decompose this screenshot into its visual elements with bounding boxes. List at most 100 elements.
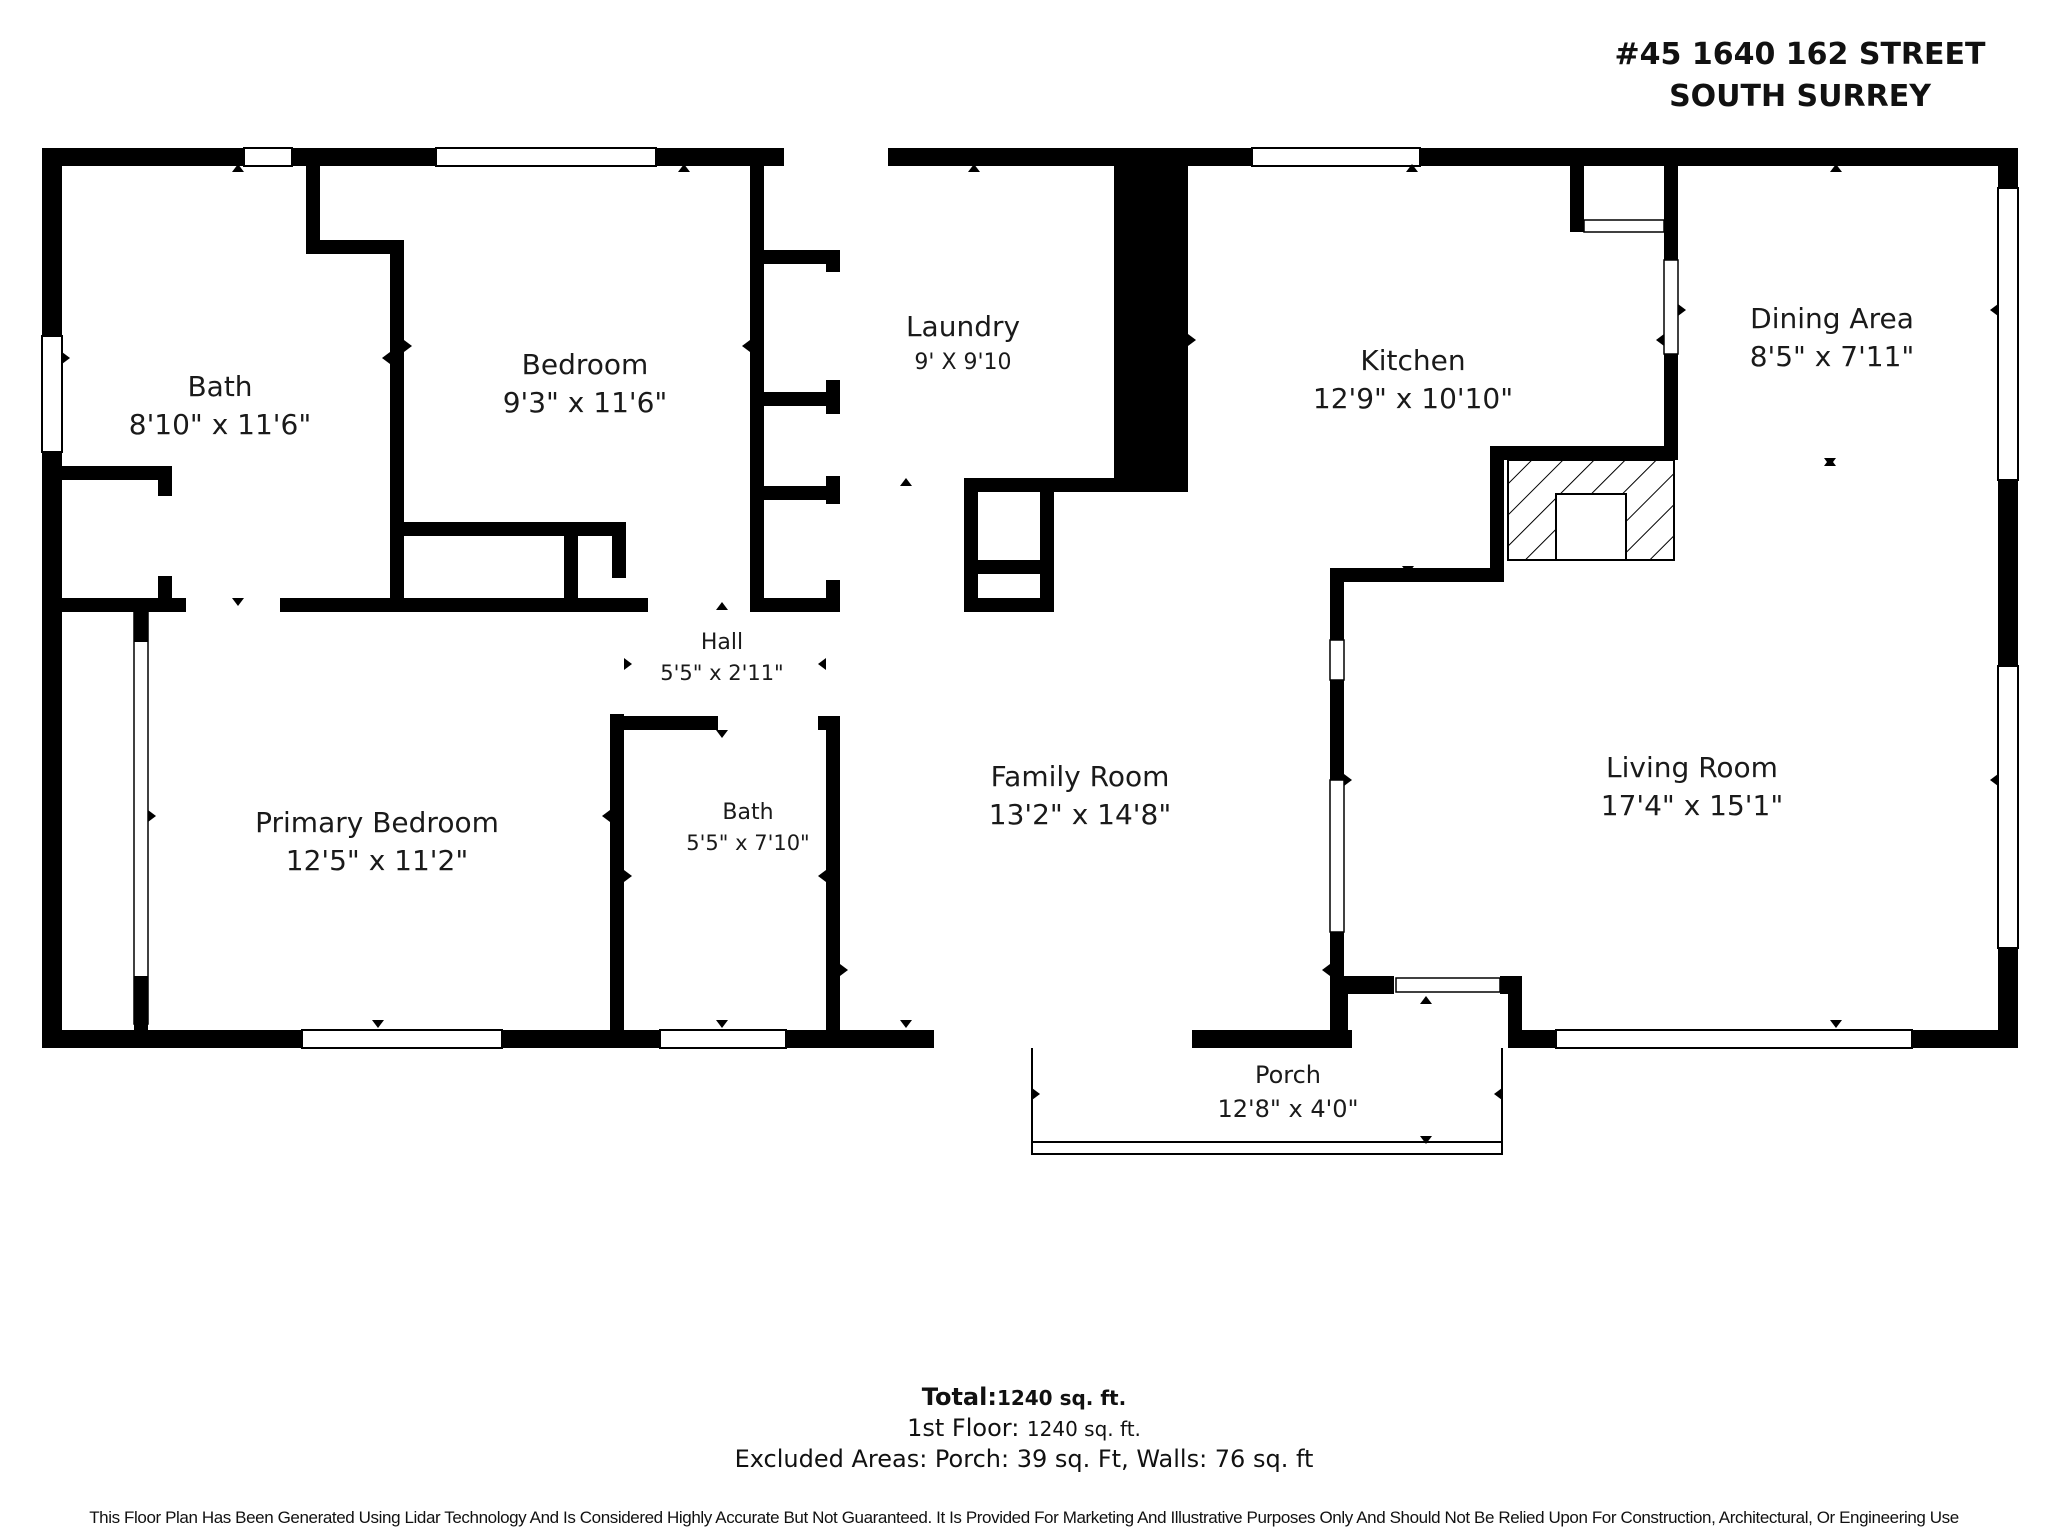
room-dimensions: 8'10" x 11'6" [128,408,312,441]
wall-shelf-6 [826,476,840,504]
wall-kitchen-step-h [1490,446,1678,460]
floor-area: 1st Floor: 1240 sq. ft. [0,1413,2048,1444]
tick [148,810,156,822]
wall-shelf-2 [750,392,838,406]
window-family-left [1329,639,1345,681]
room-laundry: Laundry 9' X 9'10 [906,308,1020,380]
total-value: 1240 sq. ft. [996,1386,1127,1410]
wall-mid-h-3 [760,598,840,612]
wall-laundry-box-r [1040,478,1054,610]
tick [602,810,610,822]
wall-bath-nook-h [306,240,402,254]
tick [1656,334,1664,346]
tick [818,870,826,882]
room-name: Bath [187,370,253,403]
window-bath-left [41,335,63,453]
wall-kitchen-bottom [1330,568,1504,582]
room-dimensions: 13'2" x 14'8" [988,798,1172,831]
wall-family-living-2 [1330,680,1344,780]
tick [1990,774,1998,786]
tick [624,870,632,882]
wall-family-living-1 [1330,568,1344,640]
room-dimensions: 5'5" x 7'10" [686,831,810,855]
wall-shelf-3 [750,486,838,500]
tick [1420,1136,1432,1144]
wall-laundry-box-b [964,598,1054,612]
room-dining-area: Dining Area 8'5" x 7'11" [1750,300,1915,376]
wall-mid-h-2 [280,598,648,612]
total-area: Total:1240 sq. ft. [0,1382,2048,1413]
room-name: Primary Bedroom [255,806,499,839]
tick [840,964,848,976]
tick [716,602,728,610]
tick [1824,458,1836,466]
floor-label: 1st Floor: [907,1414,1020,1442]
window-primary-left [133,609,149,1025]
room-name: Family Room [990,760,1170,793]
fireplace [1507,459,1675,561]
room-name: Porch [1254,1061,1322,1089]
tick [372,1020,384,1028]
window-living-bottom [1555,1029,1913,1049]
wall-top-left [42,148,784,166]
windows [41,147,2019,1049]
room-bath-small: Bath 5'5" x 7'10" [686,798,809,858]
wall-bath-closet-v [158,466,172,496]
room-dimensions: 8'5" x 7'11" [1749,340,1915,373]
tick [678,164,690,172]
wall-laundry-box-l [964,478,978,610]
room-dimensions: 9'3" x 11'6" [502,386,668,419]
window-entry [1395,977,1501,993]
wall-kitchen-step-v [1490,446,1504,582]
tick [1990,304,1998,316]
floor-value: 1240 sq. ft. [1026,1417,1141,1441]
tick [1494,1088,1502,1100]
property-address: #45 1640 162 STREET SOUTH SURREY [1580,34,2020,118]
wall-entry-left-v [1330,976,1348,1048]
room-family-room: Family Room 13'2" x 14'8" [989,758,1171,834]
wall-chimney [1114,160,1188,492]
room-name: Bath [722,800,774,825]
tick [62,352,70,364]
window-bedroom-top [435,147,657,167]
wall-primary-left-stub [134,606,148,642]
room-dimensions: 12'9" x 10'10" [1312,382,1514,415]
tick [968,164,980,172]
wall-kitchen-dining [1664,160,1678,260]
wall-bath-nook-v [306,160,320,252]
room-bath-left: Bath 8'10" x 11'6" [129,368,311,444]
room-dimensions: 12'8" x 4'0" [1217,1095,1359,1123]
tick [624,658,632,670]
tick [716,730,728,738]
tick [1830,1020,1842,1028]
tick [232,598,244,606]
room-name: Living Room [1606,751,1778,784]
wall-primary-left-stub-b [134,976,148,1036]
wall-laundry-left [750,250,764,610]
room-hall: Hall 5'5" x 2'11" [660,628,783,688]
window-primary-bottom [301,1029,503,1049]
tick [900,478,912,486]
window-bath-top [243,147,293,167]
wall-closet-h [402,522,622,536]
wall-hall-bottom-1 [610,716,718,730]
tick [370,602,382,610]
area-totals: Total:1240 sq. ft. 1st Floor: 1240 sq. f… [0,1382,2048,1474]
tick [382,352,390,364]
total-label: Total: [921,1383,997,1411]
tick [1322,964,1330,976]
wall-mid-h-1 [56,598,186,612]
tick [1406,164,1418,172]
tick [1678,304,1686,316]
room-name: Bedroom [521,348,649,381]
wall-bath-closet-h [56,466,172,480]
window-bath-small-bottom [659,1029,787,1049]
tick [1830,164,1842,172]
room-primary-bedroom: Primary Bedroom 12'5" x 11'2" [255,804,499,880]
room-living-room: Living Room 17'4" x 15'1" [1601,749,1783,825]
address-line-2: SOUTH SURREY [1669,79,1931,114]
window-dining-right [1997,187,2019,481]
wall-kitchen-dining-2 [1664,354,1678,458]
room-dimensions: 9' X 9'10 [914,350,1012,375]
